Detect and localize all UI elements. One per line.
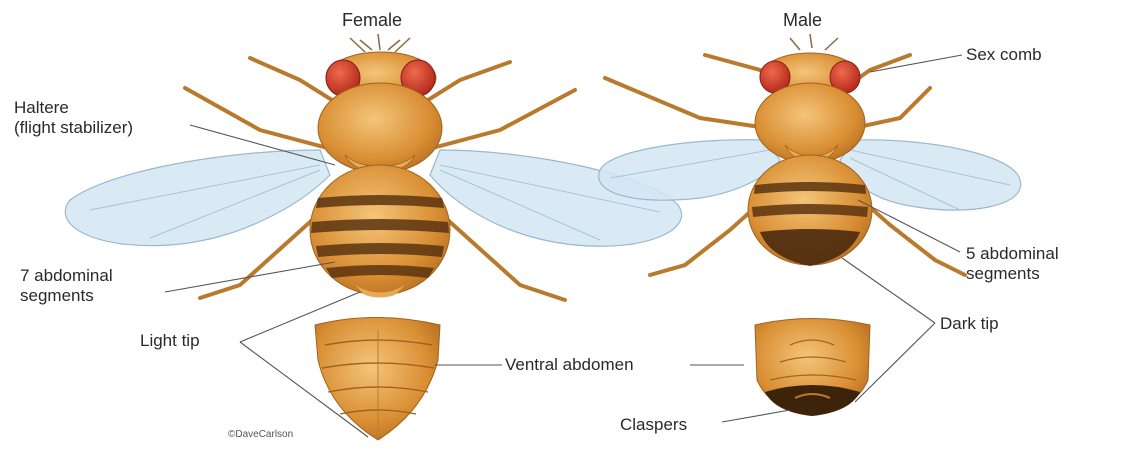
male-ventral-abdomen xyxy=(755,319,870,417)
heading-female: Female xyxy=(342,10,402,30)
heading-male: Male xyxy=(783,10,822,30)
label-sex-comb: Sex comb xyxy=(966,45,1042,65)
label-haltere: Haltere xyxy=(14,98,69,118)
label-5-abdominal: 5 abdominal xyxy=(966,244,1059,264)
label-dark-tip: Dark tip xyxy=(940,314,999,334)
label-ventral-abdomen: Ventral abdomen xyxy=(505,355,634,375)
label-5-segments: segments xyxy=(966,264,1040,284)
female-left-wing xyxy=(65,150,330,246)
male-fly xyxy=(599,34,1021,275)
label-7-abdominal: 7 abdominal xyxy=(20,266,113,286)
female-ventral-abdomen xyxy=(315,318,440,441)
label-claspers: Claspers xyxy=(620,415,687,435)
female-fly xyxy=(65,34,681,300)
label-light-tip: Light tip xyxy=(140,331,200,351)
label-haltere-note: (flight stabilizer) xyxy=(14,118,133,138)
female-thorax xyxy=(318,83,442,173)
male-thorax xyxy=(755,83,865,163)
illustrator-credit: ©DaveCarlson xyxy=(228,429,293,440)
label-7-segments: segments xyxy=(20,286,94,306)
